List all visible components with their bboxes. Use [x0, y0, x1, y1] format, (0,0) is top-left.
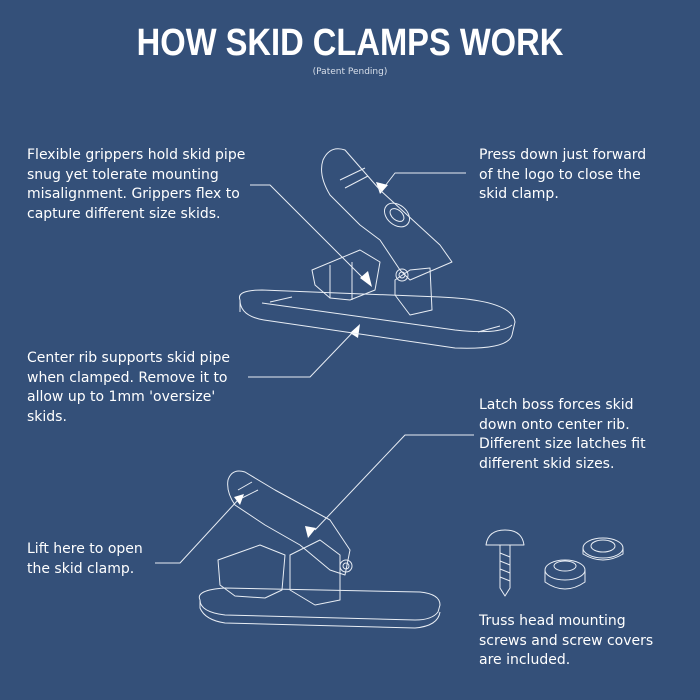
- screw-drawing: [485, 529, 525, 597]
- note-lift: Lift here to open the skid clamp.: [27, 541, 143, 577]
- page-subtitle: (Patent Pending): [312, 67, 388, 77]
- note-grippers: Flexible grippers hold skid pipe snug ye…: [27, 147, 246, 222]
- leader-lines: [155, 172, 474, 564]
- note-latch-boss: Latch boss forces skid down onto center …: [479, 397, 646, 472]
- note-screws: Truss head mounting screws and screw cov…: [479, 613, 654, 668]
- page-title: HOW SKID CLAMPS WORK: [136, 22, 564, 64]
- arrowheads: [234, 182, 388, 538]
- open-clamp-drawing: [198, 470, 441, 629]
- screw-cover-drawing: [544, 537, 624, 590]
- note-press: Press down just forward of the logo to c…: [479, 147, 647, 202]
- closed-clamp-drawing: [238, 148, 516, 349]
- note-center-rib: Center rib supports skid pipe when clamp…: [27, 350, 230, 425]
